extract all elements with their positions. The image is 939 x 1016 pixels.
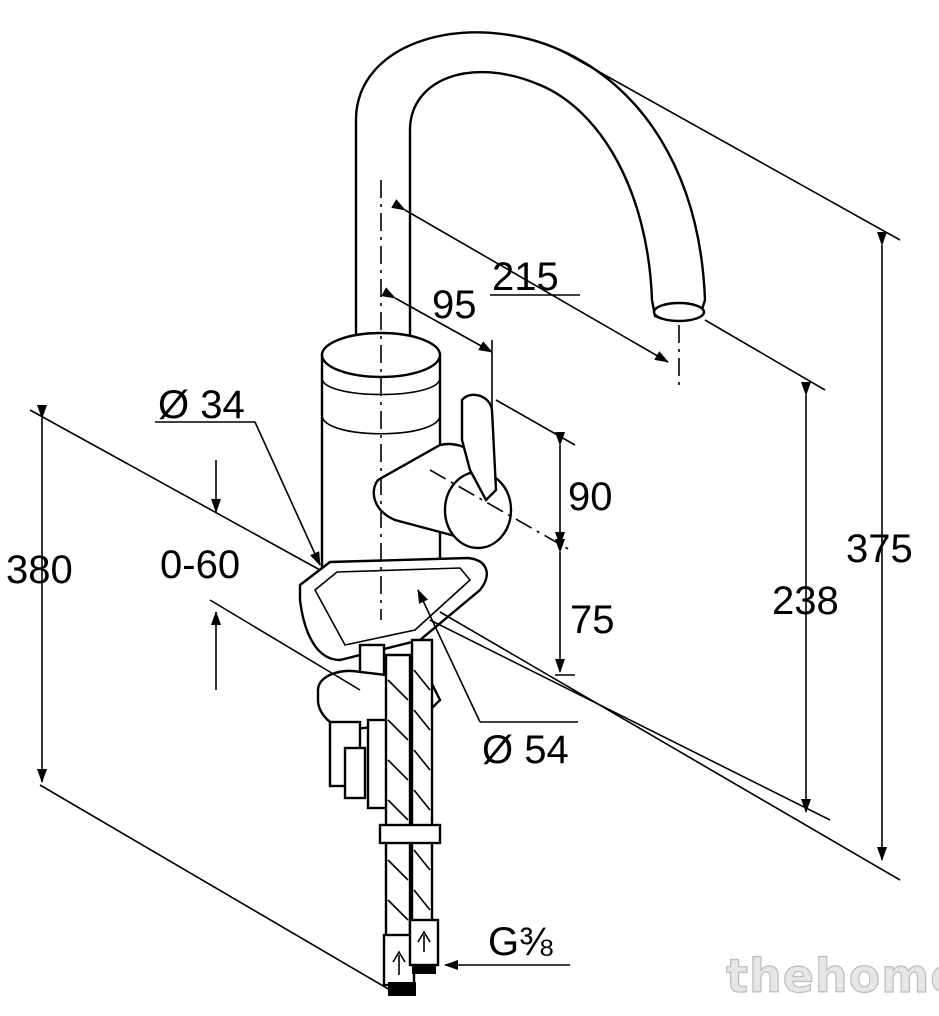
dimension-label-238: 238 [772, 579, 839, 623]
dimension-label-215: 215 [492, 255, 559, 299]
handle-axis-line [429, 469, 571, 551]
watermark-logo: thehome [726, 949, 939, 1003]
faucet-body [298, 31, 707, 662]
mounting-hardware [316, 638, 442, 996]
dimension-label-375: 375 [846, 527, 913, 571]
dimension-label-diameter-34: Ø 34 [158, 383, 245, 427]
dimension-label-90: 90 [568, 475, 613, 519]
dimension-label-75: 75 [570, 598, 615, 642]
dimension-label-diameter-54: Ø 54 [482, 728, 569, 772]
dimension-label-0-60: 0-60 [160, 543, 240, 587]
dimension-label-95: 95 [432, 283, 477, 327]
thread-size-label: G⅜ [488, 920, 553, 964]
dimension-lines [29, 49, 901, 991]
dimension-label-380: 380 [6, 548, 73, 592]
